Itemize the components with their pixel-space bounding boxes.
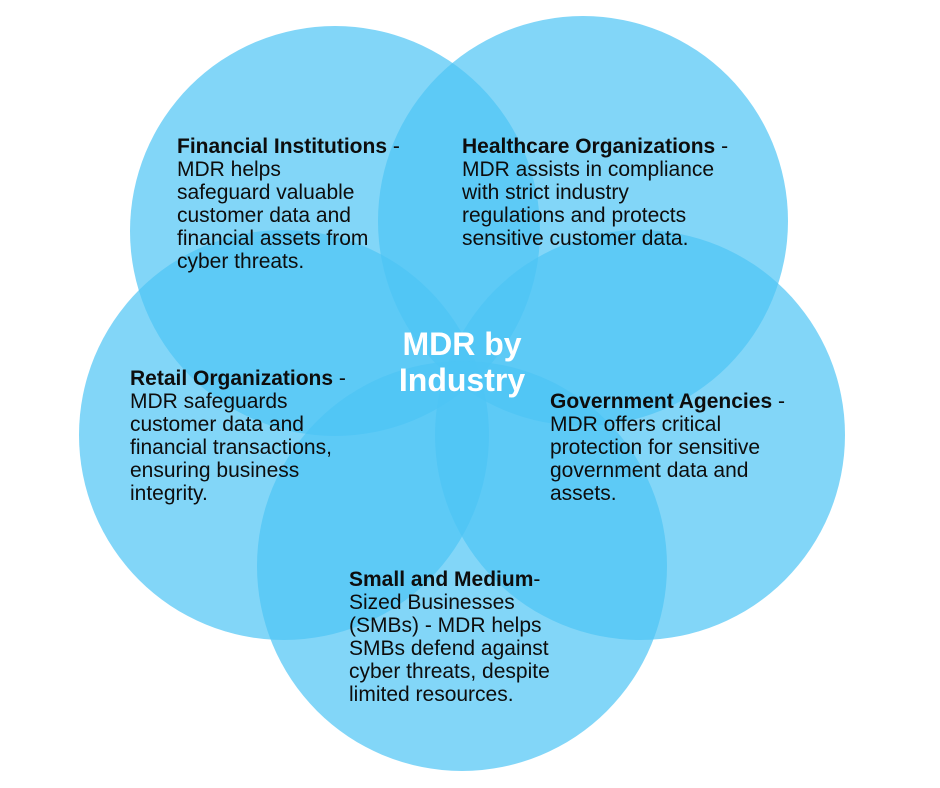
heading-financial-institutions: Financial Institutions <box>177 135 388 158</box>
heading-small-medium-businesses: Small and Medium <box>349 568 534 591</box>
heading-retail-organizations: Retail Organizations <box>130 367 334 390</box>
text-small-medium-businesses: Sized Businesses (SMBs) - MDR helps SMBs… <box>349 591 550 706</box>
title-line-2: Industry <box>398 362 526 398</box>
title-line-1: MDR by <box>402 326 522 362</box>
label-financial-institutions: Financial Institutions - MDR helps safeg… <box>177 135 400 273</box>
circle-small-medium-businesses <box>257 361 667 771</box>
heading-healthcare-organizations: Healthcare Organizations <box>462 135 716 158</box>
text-healthcare-organizations: MDR assists in compliance with strict in… <box>462 158 715 250</box>
text-retail-organizations: MDR safeguards customer data and financi… <box>130 390 332 505</box>
text-financial-institutions: MDR helps safeguard valuable customer da… <box>177 158 369 273</box>
heading-government-agencies: Government Agencies <box>550 390 773 413</box>
label-retail-organizations: Retail Organizations - MDR safeguards cu… <box>130 367 380 505</box>
label-small-medium-businesses: Small and Medium- Sized Businesses (SMBs… <box>349 568 589 706</box>
label-healthcare-organizations: Healthcare Organizations - MDR assists i… <box>462 135 729 250</box>
label-government-agencies: Government Agencies - MDR offers critica… <box>550 390 810 505</box>
text-government-agencies: MDR offers critical protection for sensi… <box>550 413 761 505</box>
diagram-title: MDR by Industry <box>372 326 552 398</box>
